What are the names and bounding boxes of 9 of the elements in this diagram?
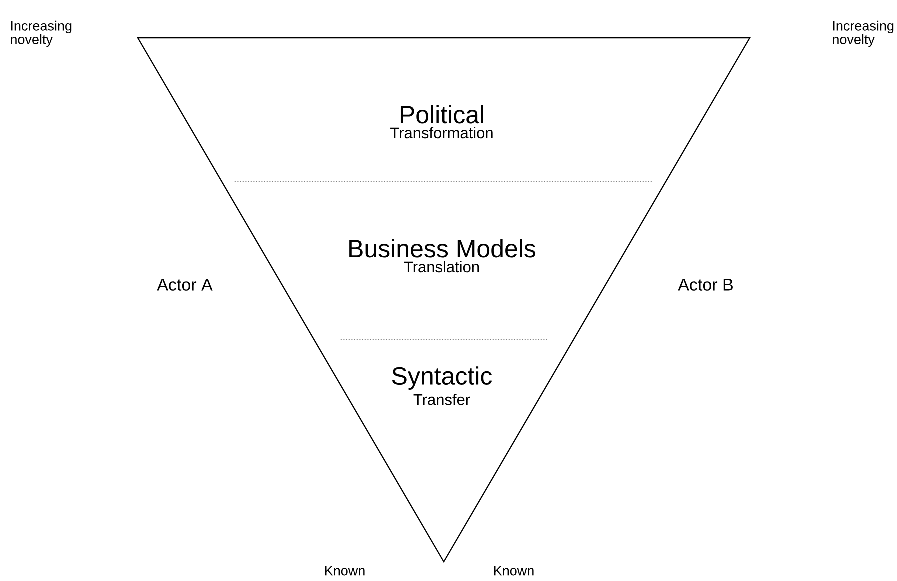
actor-label: Actor A [157,279,213,291]
layer-label: Political Transformation [390,105,493,139]
novelty-label: Increasing novelty [11,20,72,48]
known-label: Known [325,566,365,576]
actor-label: Actor B [678,279,733,291]
layer-label: Business Models Translation [350,239,536,273]
novelty-label: Increasing novelty [833,20,894,48]
layer-label: Syntactic Transfer [392,366,492,406]
known-label: Known [494,566,534,576]
